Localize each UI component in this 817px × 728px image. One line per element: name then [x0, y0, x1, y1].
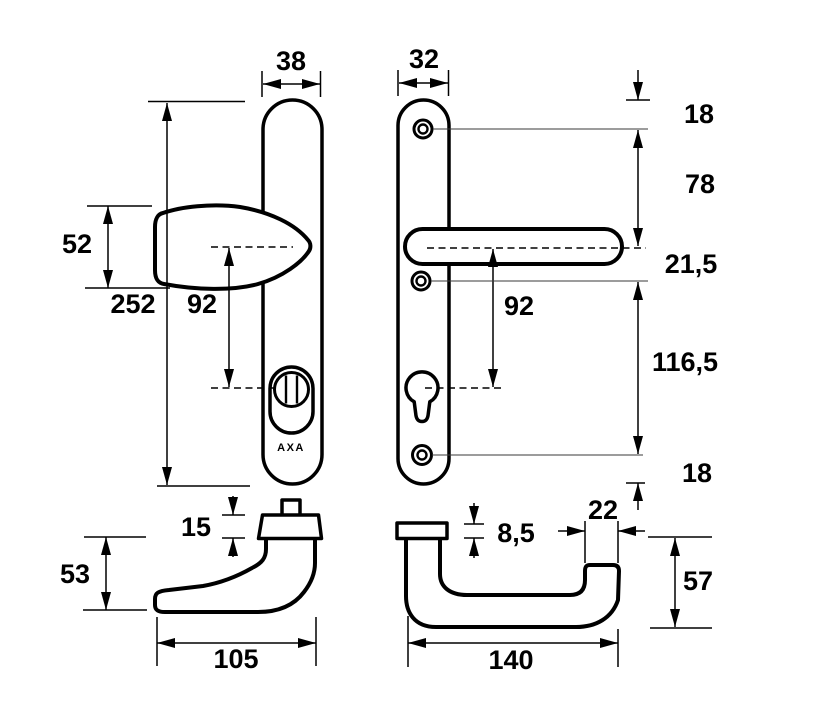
dimension-plate-thickness-8-5: 8,5 — [464, 503, 535, 558]
dim-label-92-right: 92 — [504, 291, 534, 321]
dimension-chain-right: 18 78 21,5 116,5 18 — [431, 70, 718, 510]
dimension-lever-length-140: 140 — [407, 616, 619, 675]
dimension-plate-width-38: 38 — [261, 46, 322, 97]
interior-backplate-outline — [396, 98, 451, 486]
lever-handle-front — [403, 227, 624, 266]
screw-hole-top-inner — [417, 123, 429, 135]
euro-keyhole — [404, 370, 440, 424]
dimension-knob-length-105: 105 — [156, 617, 317, 674]
cylinder-face — [273, 371, 310, 408]
dim-label-116-5: 116,5 — [652, 347, 718, 377]
dim-label-140: 140 — [488, 645, 533, 675]
knob-outline — [153, 203, 313, 291]
dimension-rose-height-15: 15 — [181, 496, 245, 557]
lever-plate-side — [395, 521, 449, 541]
exterior-front-view: AXA — [153, 98, 324, 486]
lever-side-view — [395, 521, 621, 629]
center-lines — [211, 246, 646, 389]
dim-label-22: 22 — [588, 495, 618, 525]
dim-label-18-bottom: 18 — [682, 458, 712, 488]
dimension-lever-to-keyhole-92: 92 — [488, 249, 534, 387]
dimension-knob-projection-53: 53 — [60, 536, 147, 611]
dimension-grip-width-22: 22 — [558, 495, 645, 563]
dimension-knob-to-cylinder-92: 92 — [187, 248, 234, 387]
dim-label-78: 78 — [685, 169, 715, 199]
dim-label-105: 105 — [213, 644, 258, 674]
dim-label-252: 252 — [110, 289, 155, 319]
dimension-lever-depth-57: 57 — [648, 536, 713, 629]
dim-label-52: 52 — [62, 229, 92, 259]
interior-front-view — [396, 98, 624, 486]
dim-label-15: 15 — [181, 512, 211, 542]
dim-label-57: 57 — [683, 566, 713, 596]
knob-side-view — [153, 498, 324, 614]
dimension-knob-height-52: 52 — [62, 205, 170, 289]
lever-side-profile — [404, 536, 621, 629]
dim-label-21-5: 21,5 — [665, 249, 718, 279]
dim-label-18-top: 18 — [684, 99, 714, 129]
brand-label: AXA — [277, 442, 305, 454]
screw-hole-bottom-inner — [416, 449, 428, 461]
screw-hole-middle-inner — [415, 275, 427, 287]
dim-label-92-left: 92 — [187, 289, 217, 319]
dimension-plate-width-32: 32 — [397, 44, 450, 96]
dimension-plate-height-252: 252 — [110, 100, 250, 487]
dim-label-8-5: 8,5 — [497, 518, 535, 548]
dim-label-38: 38 — [276, 46, 306, 76]
dim-label-32: 32 — [409, 44, 439, 74]
knob-side-profile — [153, 536, 317, 614]
dim-label-53: 53 — [60, 559, 90, 589]
knob-rose-side — [256, 513, 324, 541]
